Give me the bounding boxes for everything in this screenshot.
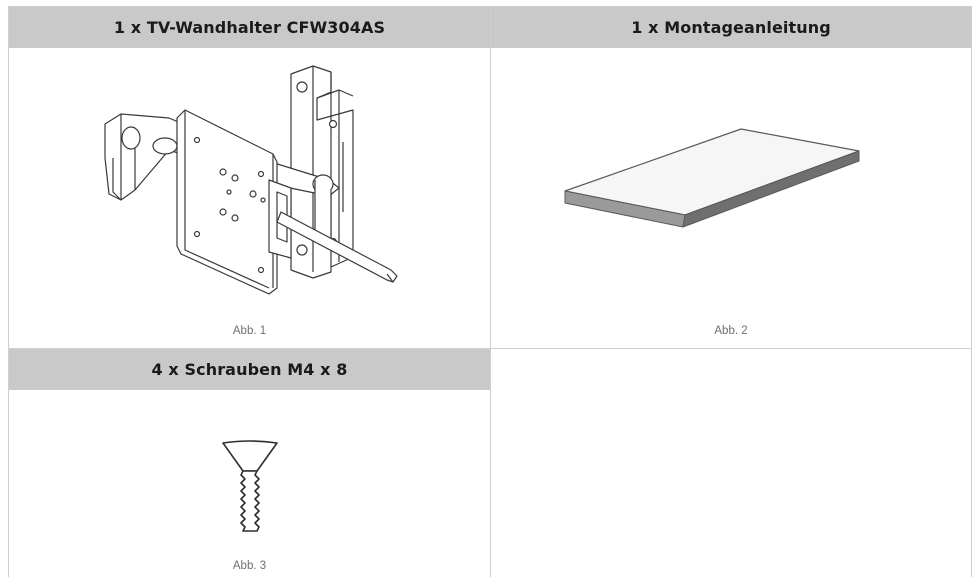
item-title-manual: 1 x Montageanleitung bbox=[491, 7, 971, 48]
manual-booklet-icon bbox=[564, 128, 860, 228]
empty-cell bbox=[490, 348, 972, 577]
package-contents-grid: 1 x TV-Wandhalter CFW304AS bbox=[8, 6, 972, 577]
figure-caption: Abb. 1 bbox=[232, 325, 267, 337]
tv-wall-mount-icon bbox=[104, 65, 398, 295]
item-cell-screws: 4 x Schrauben M4 x 8 Abb. 3 bbox=[8, 348, 491, 577]
figure-caption: Abb. 2 bbox=[714, 325, 748, 337]
countersunk-screw-icon bbox=[222, 440, 278, 532]
item-title-tv-mount: 1 x TV-Wandhalter CFW304AS bbox=[9, 7, 490, 48]
item-cell-manual: 1 x Montageanleitung Abb. 2 bbox=[490, 6, 972, 349]
item-cell-tv-mount: 1 x TV-Wandhalter CFW304AS bbox=[8, 6, 491, 349]
item-title-screws: 4 x Schrauben M4 x 8 bbox=[9, 349, 490, 390]
figure-caption: Abb. 3 bbox=[232, 560, 267, 572]
